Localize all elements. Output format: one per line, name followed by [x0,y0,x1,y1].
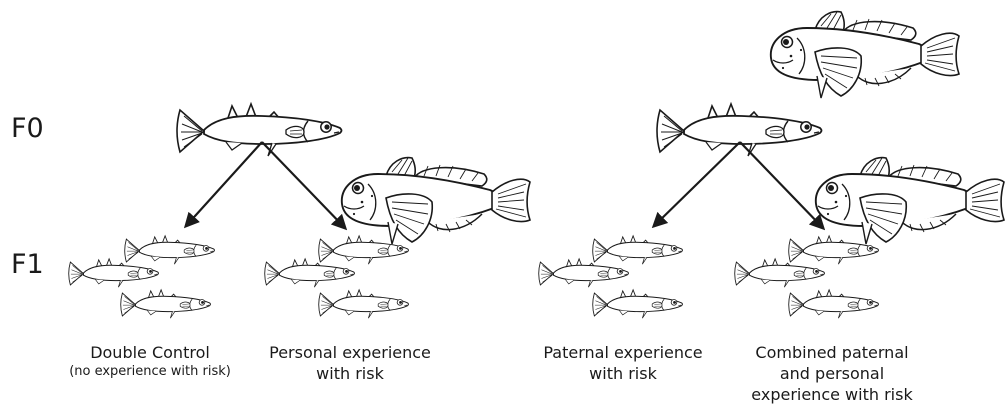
offspring-stickleback-icon [69,259,159,287]
offspring-stickleback-icon [789,290,879,318]
offspring-stickleback-icon [593,290,683,318]
arrow-to-double-control [186,142,262,226]
sculpin-predator-icon [816,158,1004,244]
offspring-stickleback-icon [319,236,409,264]
caption-paternal-line1: Paternal experience [523,342,723,363]
caption-combined-line3: experience with risk [722,384,942,405]
caption-combined-line1: Combined paternal [722,342,942,363]
offspring-stickleback-icon [539,259,629,287]
caption-combined-line2: and personal [722,363,942,384]
offspring-stickleback-icon [593,236,683,264]
arrow-to-paternal [654,142,740,226]
arrow-to-combined [740,142,823,228]
caption-combined: Combined paternal and personal experienc… [722,342,942,405]
caption-personal-line2: with risk [250,363,450,384]
offspring-stickleback-icon [125,236,215,264]
caption-paternal: Paternal experience with risk [523,342,723,384]
generation-label-f0: F0 [11,113,44,144]
offspring-stickleback-icon [319,290,409,318]
caption-paternal-line2: with risk [523,363,723,384]
caption-personal-line1: Personal experience [250,342,450,363]
caption-double-control: Double Control (no experience with risk) [40,342,260,380]
sculpin-predator-icon [342,158,530,244]
offspring-stickleback-icon [265,259,355,287]
father-stickleback-icon [657,104,822,156]
father-stickleback-icon [177,104,342,156]
arrow-to-personal [262,142,345,228]
generation-label-f1: F1 [11,249,44,280]
offspring-stickleback-icon [121,290,211,318]
offspring-stickleback-icon [735,259,825,287]
caption-double-control-title: Double Control [90,343,210,362]
sculpin-predator-icon [771,12,959,98]
caption-personal: Personal experience with risk [250,342,450,384]
caption-double-control-note: (no experience with risk) [40,363,260,380]
